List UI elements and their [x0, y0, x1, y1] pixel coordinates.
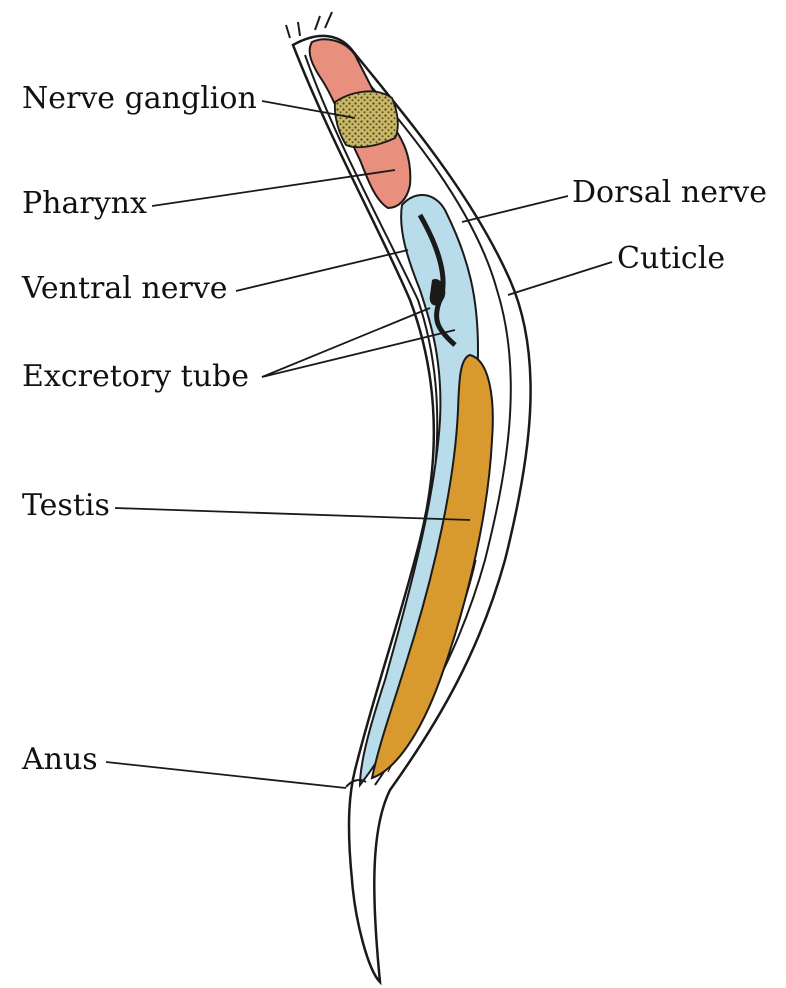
leader-ventral-nerve — [236, 250, 408, 291]
worm-body — [293, 36, 531, 982]
label-nerve-ganglion: Nerve ganglion — [22, 84, 257, 114]
cuticle-outline — [293, 36, 531, 982]
label-anus: Anus — [22, 745, 98, 775]
label-cuticle: Cuticle — [617, 244, 725, 274]
leader-testis — [115, 508, 470, 520]
label-ventral-nerve: Ventral nerve — [22, 274, 228, 304]
leader-anus — [106, 762, 346, 788]
leader-cuticle — [508, 262, 612, 295]
label-dorsal-nerve: Dorsal nerve — [572, 178, 767, 208]
leader-dorsal-nerve — [462, 196, 568, 222]
label-testis: Testis — [22, 491, 110, 521]
leader-lines — [106, 101, 612, 788]
head-bristles — [286, 12, 332, 38]
label-excretory-tube: Excretory tube — [22, 362, 249, 392]
nerve-ganglion-shape — [335, 91, 398, 147]
label-pharynx: Pharynx — [22, 189, 147, 219]
